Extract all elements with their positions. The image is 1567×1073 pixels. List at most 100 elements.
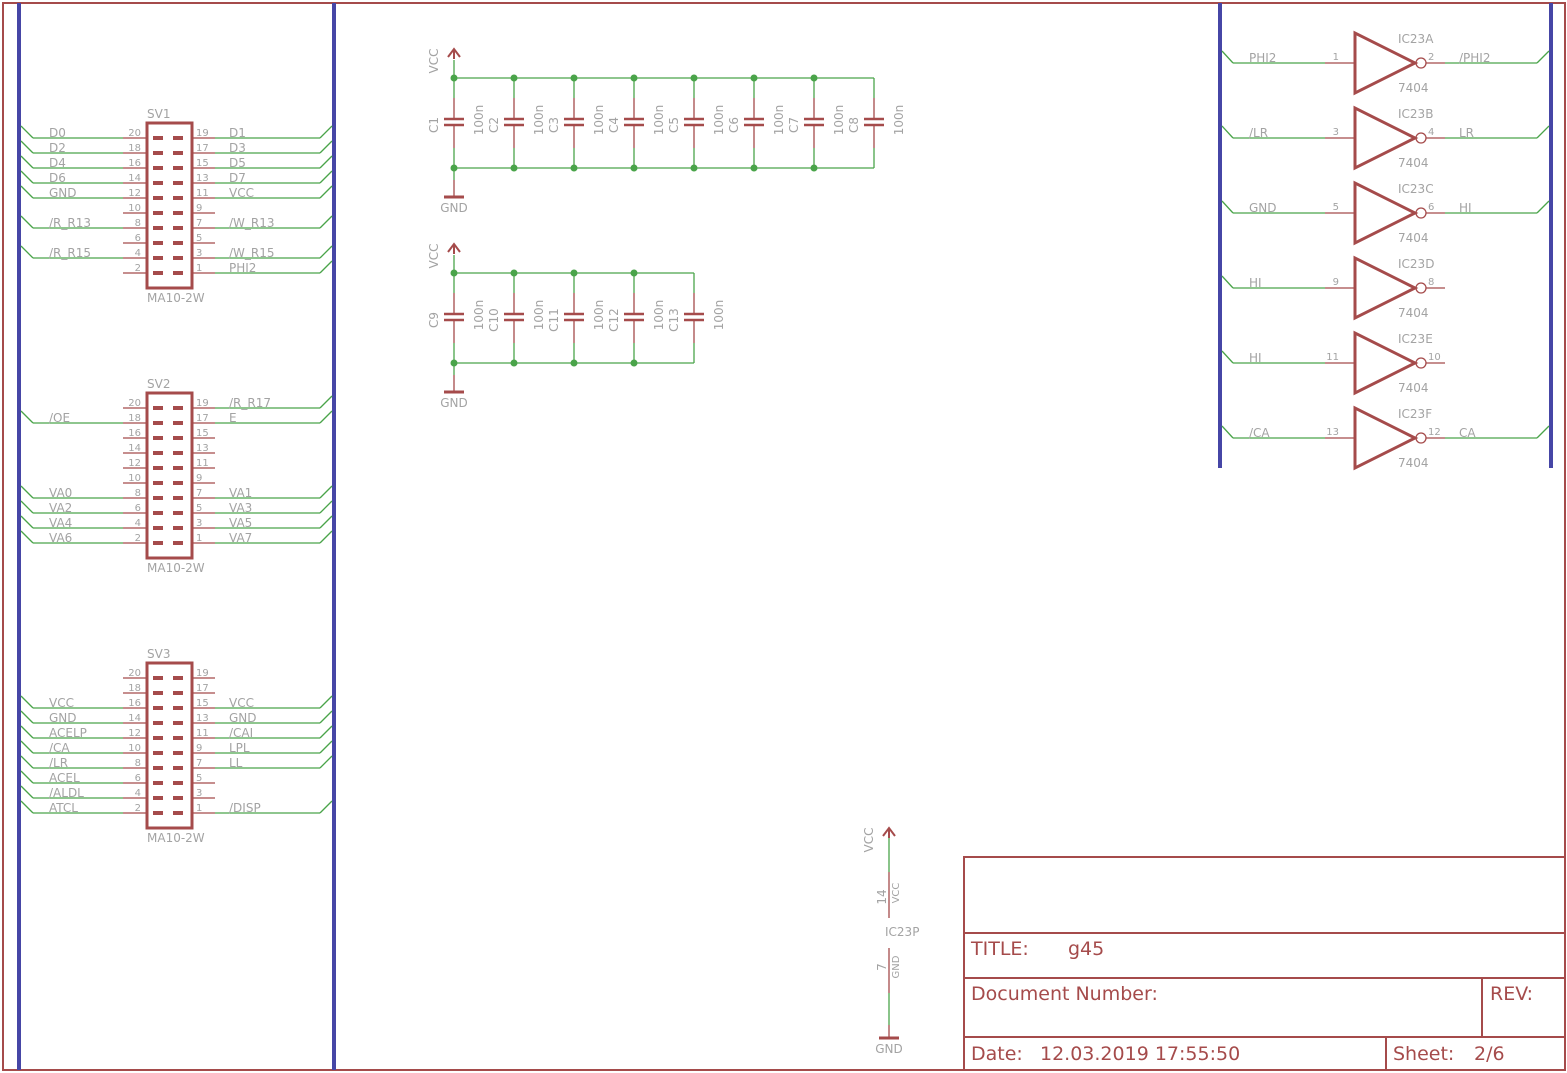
pin-number: 4 xyxy=(1428,127,1434,138)
net-label: /W_R13 xyxy=(229,216,275,230)
sheet-label: Sheet: xyxy=(1393,1043,1454,1065)
pin-pad xyxy=(153,511,163,515)
pin-pad xyxy=(173,271,183,275)
pin-number: 13 xyxy=(1326,427,1339,438)
net-label: /DISP xyxy=(229,801,261,815)
junction-dot xyxy=(690,164,698,172)
pin-number: 6 xyxy=(135,233,141,244)
pin-pad xyxy=(173,421,183,425)
pin-number: 17 xyxy=(196,683,209,694)
pin-number: 14 xyxy=(128,173,141,184)
capacitor-name: C8 xyxy=(847,117,861,133)
pin-pad xyxy=(173,706,183,710)
pin-pad xyxy=(173,196,183,200)
title-label: TITLE: xyxy=(970,938,1029,960)
title-block: TITLE: g45 Document Number: REV: Date: 1… xyxy=(963,856,1566,1071)
pin-number: 20 xyxy=(128,668,141,679)
pin-pad xyxy=(153,736,163,740)
pin-number: 19 xyxy=(196,668,209,679)
pin-number: 1 xyxy=(196,533,202,544)
capacitor-value: 100n xyxy=(472,300,486,331)
net-label: E xyxy=(229,411,237,425)
net-wire xyxy=(20,410,34,424)
pin-pad xyxy=(153,541,163,545)
net-label: VA5 xyxy=(229,516,252,530)
net-label: D0 xyxy=(49,126,66,140)
part-value: 7404 xyxy=(1398,306,1429,320)
net-label: /PHI2 xyxy=(1459,51,1490,65)
pin-number: 1 xyxy=(196,803,202,814)
net-label: /OE xyxy=(49,411,70,425)
pin-pad xyxy=(153,436,163,440)
net-wire xyxy=(20,245,34,259)
pin-number: 18 xyxy=(128,683,141,694)
net-label: VA1 xyxy=(229,486,252,500)
supply-label: VCC xyxy=(427,244,441,269)
instance-name: IC23C xyxy=(1398,182,1434,196)
net-wire xyxy=(1536,125,1550,139)
net-wire xyxy=(319,185,333,199)
pin-number: 2 xyxy=(135,803,141,814)
pin-number: 11 xyxy=(196,728,209,739)
instance-name: IC23F xyxy=(1398,407,1432,421)
net-wire xyxy=(20,215,34,229)
pin-number: 3 xyxy=(196,248,202,259)
pin-pad xyxy=(153,196,163,200)
capacitor-name: C13 xyxy=(667,308,681,332)
net-label: D1 xyxy=(229,126,246,140)
pin-number: 16 xyxy=(128,158,141,169)
connector-body xyxy=(145,121,194,290)
net-label: VA7 xyxy=(229,531,252,545)
net-label: VCC xyxy=(229,186,254,200)
junction-dot xyxy=(510,74,518,82)
net-label: PHI2 xyxy=(229,261,256,275)
pin-number: 10 xyxy=(1428,352,1441,363)
pin-pad xyxy=(153,796,163,800)
part-value: 7404 xyxy=(1398,381,1429,395)
capacitor-value: 100n xyxy=(472,105,486,136)
pin-pad xyxy=(173,766,183,770)
capacitor-value: 100n xyxy=(592,105,606,136)
pin-number: 8 xyxy=(135,488,141,499)
pin-pad xyxy=(173,241,183,245)
capacitor-name: C7 xyxy=(787,117,801,133)
pin-pad xyxy=(153,766,163,770)
net-wire xyxy=(319,515,333,529)
pin-pad xyxy=(173,781,183,785)
pin-number: 15 xyxy=(196,698,209,709)
pin-number: 16 xyxy=(128,428,141,439)
pin-number: 11 xyxy=(1326,352,1339,363)
pin-pad xyxy=(173,736,183,740)
pin-number: 19 xyxy=(196,398,209,409)
pin-pad xyxy=(153,226,163,230)
part-value: 7404 xyxy=(1398,81,1429,95)
capacitor-name: C12 xyxy=(607,308,621,332)
net-label: GND xyxy=(229,711,257,725)
pin-pad xyxy=(153,256,163,260)
pin-number: 2 xyxy=(135,533,141,544)
net-wire xyxy=(20,770,34,784)
net-wire xyxy=(319,260,333,274)
pin-pad xyxy=(153,676,163,680)
net-wire xyxy=(1536,425,1550,439)
junction-dot xyxy=(510,359,518,367)
capacitor-name: C11 xyxy=(547,308,561,332)
ground-label: GND xyxy=(440,396,468,410)
pin-pad xyxy=(173,181,183,185)
net-wire xyxy=(319,530,333,544)
pin-number: 7 xyxy=(196,218,202,229)
pin-pad xyxy=(153,211,163,215)
pin-number: 1 xyxy=(196,263,202,274)
capacitor-name: C2 xyxy=(487,117,501,133)
instance-name: IC23A xyxy=(1398,32,1434,46)
net-wire xyxy=(1221,350,1234,364)
pin-number: 17 xyxy=(196,143,209,154)
capacitor-value: 100n xyxy=(712,105,726,136)
net-label: VA4 xyxy=(49,516,72,530)
pin-pad xyxy=(173,721,183,725)
pin-number: 14 xyxy=(128,443,141,454)
